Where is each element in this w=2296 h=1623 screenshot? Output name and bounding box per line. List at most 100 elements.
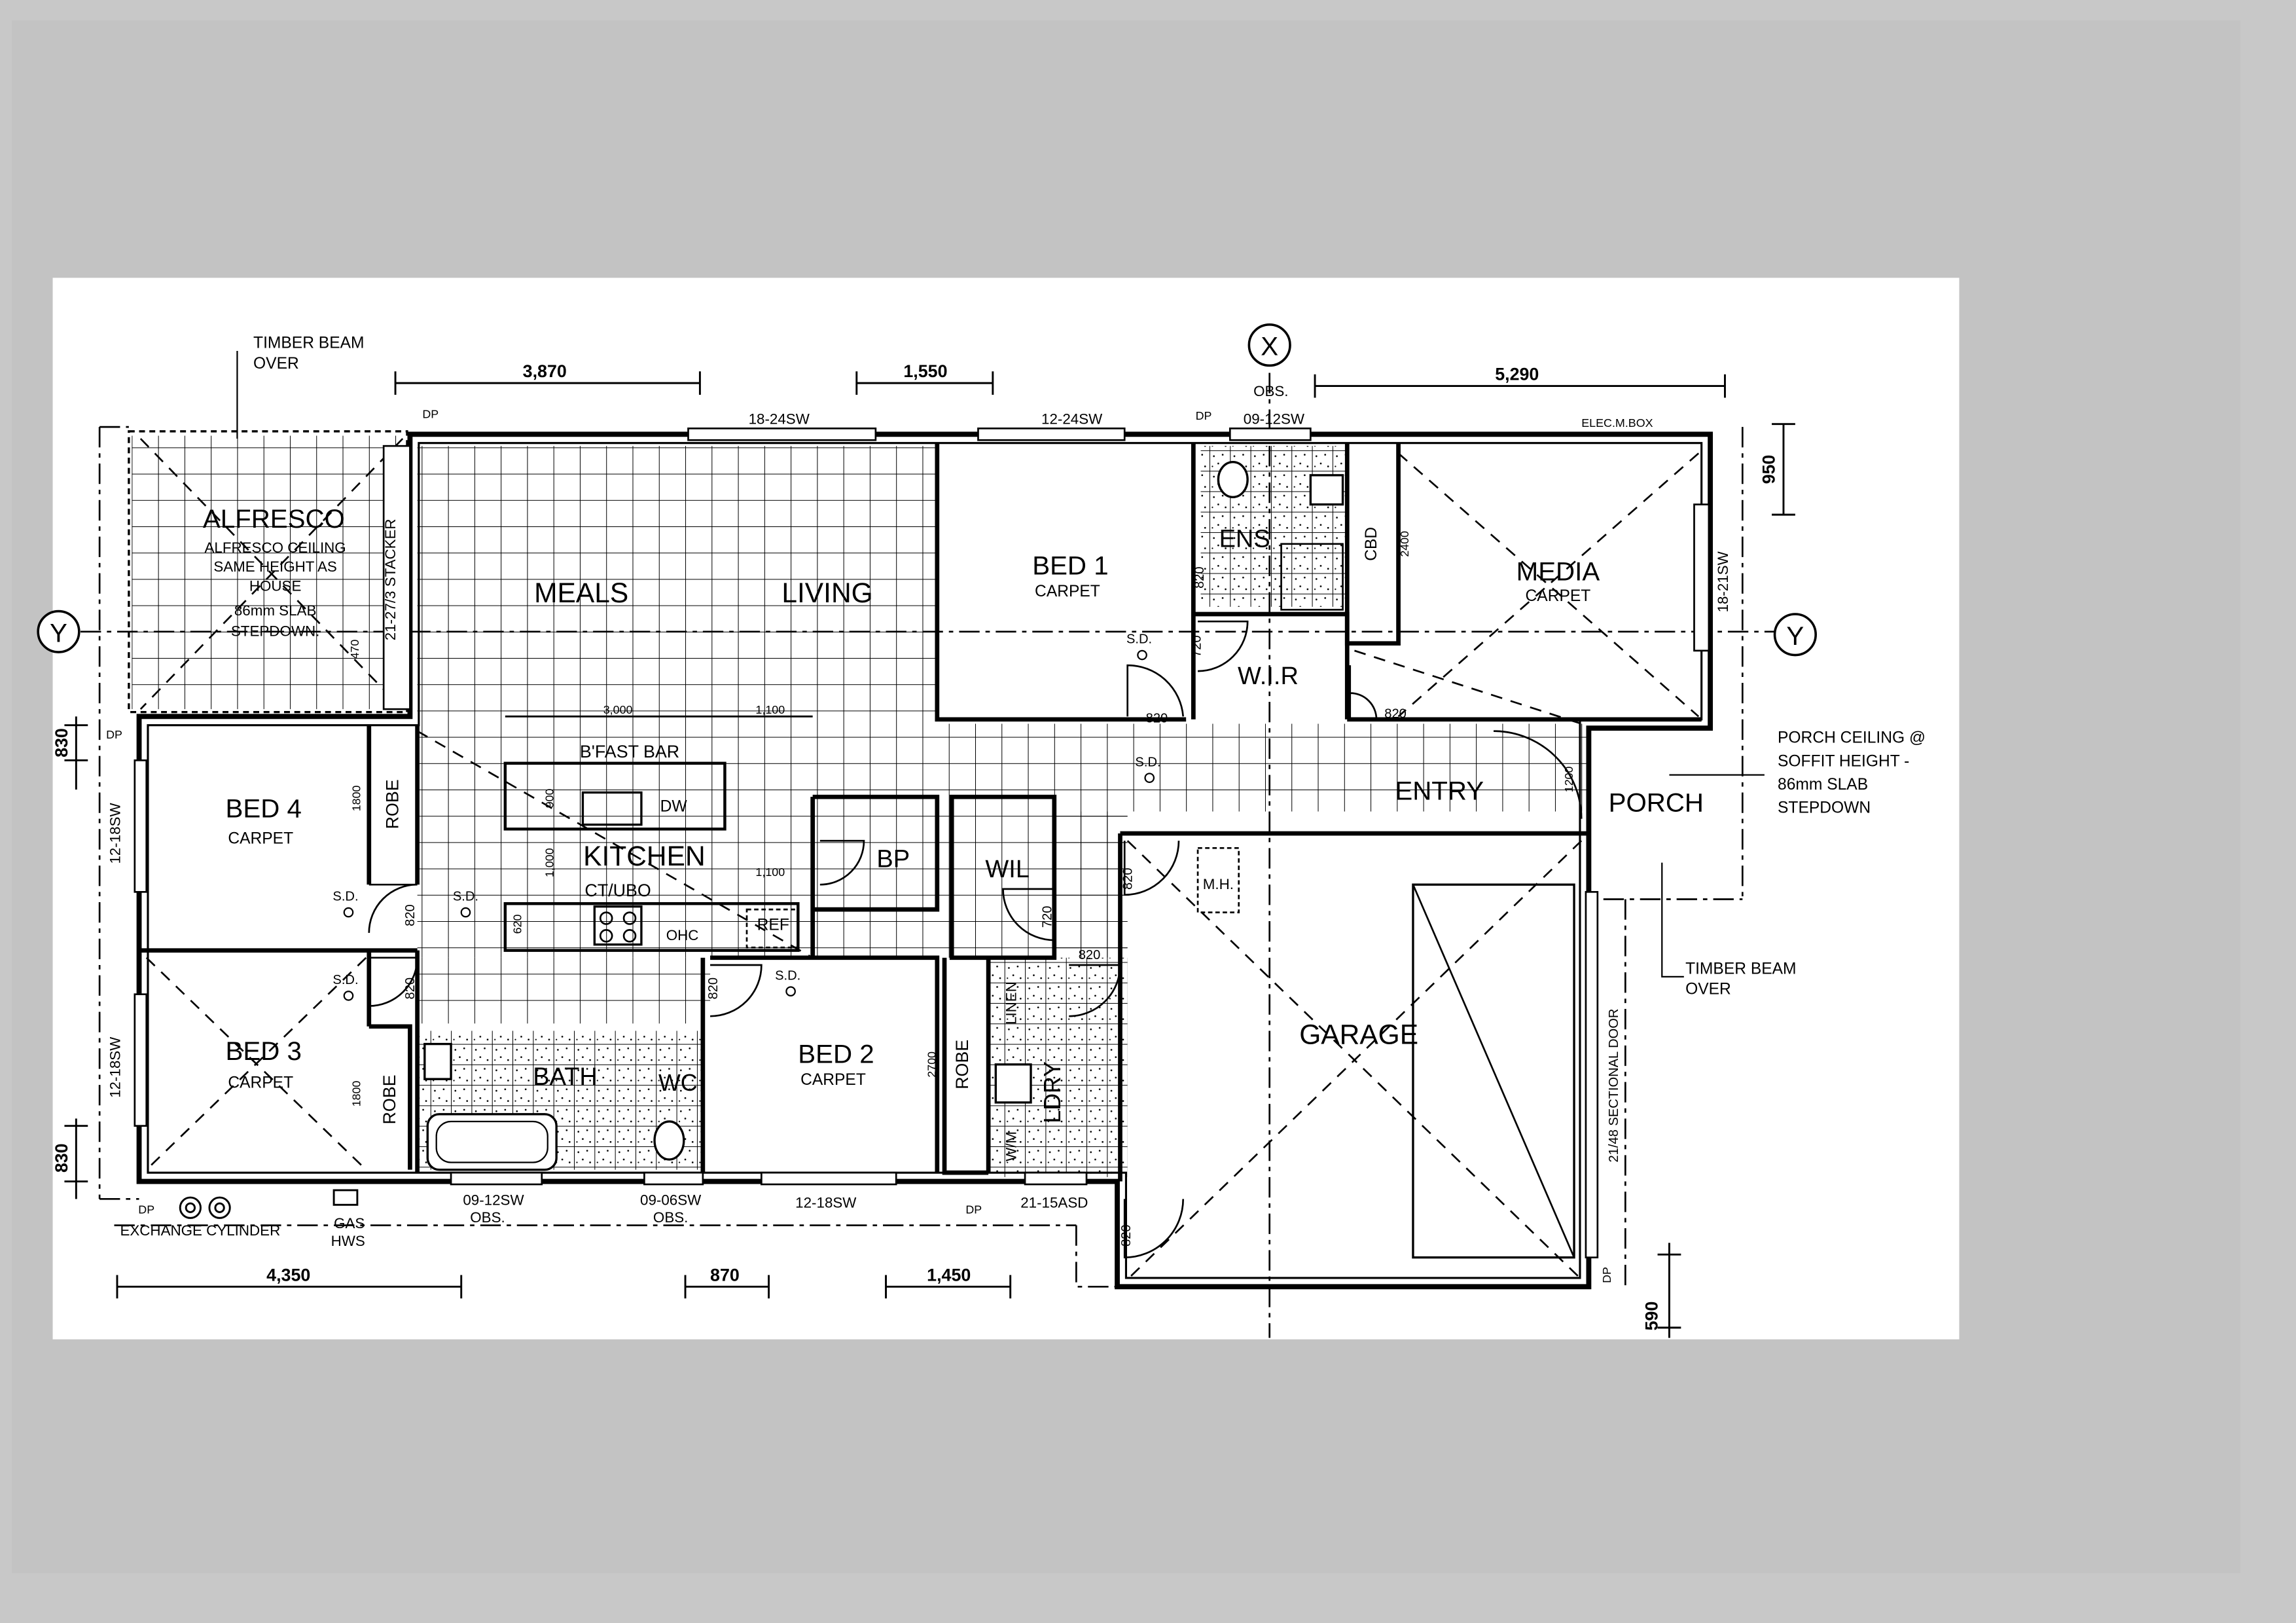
note-stacker: 21-27/3 STACKER <box>382 519 399 640</box>
room-robe-upper: ROBE <box>383 779 403 829</box>
note-sectional-door: 21/48 SECTIONAL DOOR <box>1607 1009 1621 1163</box>
grid-lines <box>81 373 1780 1338</box>
room-media: MEDIA <box>1516 557 1600 587</box>
room-bed3-floor: CARPET <box>228 1074 293 1092</box>
smoke-detector-bed1: S.D. <box>1126 632 1152 647</box>
dim-bed2-2700: 2700 <box>925 1051 939 1078</box>
dim-left-lower: 830 <box>52 1143 71 1173</box>
note-timber-beam-right-1: TIMBER BEAM <box>1685 960 1796 977</box>
door-720-wil: 720 <box>1040 906 1054 928</box>
grid-y-right-marker <box>1773 613 1817 657</box>
door-820-ldry: 820 <box>1079 948 1101 962</box>
door-820-bed4: 820 <box>403 904 418 926</box>
dim-kitchen-900: 900 <box>543 788 556 808</box>
basin-bath <box>423 1042 452 1080</box>
room-media-floor: CARPET <box>1526 587 1591 605</box>
room-wm: W/M <box>1003 1131 1020 1161</box>
door-820-bed1-wir: 820 <box>1146 711 1168 725</box>
room-bed1-floor: CARPET <box>1035 583 1100 600</box>
dim-ref-1100: 1,100 <box>755 866 785 879</box>
dim-top-mid: 1,550 <box>903 361 947 381</box>
door-820-bed2: 820 <box>706 977 721 1000</box>
note-porch-4: STEPDOWN <box>1778 799 1871 817</box>
room-ldry: LDRY <box>1039 1061 1066 1123</box>
smoke-detector-symbols <box>343 649 1155 1001</box>
dim-entry-1200: 1200 <box>1562 766 1575 792</box>
dim-left-upper: 830 <box>52 728 71 757</box>
bathtub <box>426 1113 558 1171</box>
basin-ens <box>1309 474 1344 506</box>
smoke-detector-hall: S.D. <box>453 890 478 904</box>
sink <box>581 791 643 826</box>
door-820-bed1: 820 <box>1193 566 1207 589</box>
toilet-wc <box>653 1120 685 1161</box>
note-porch-3: 86mm SLAB <box>1778 776 1868 793</box>
window-09-12sw-bath-obs: OBS. <box>470 1209 505 1226</box>
room-robe-bed2: ROBE <box>952 1040 972 1089</box>
note-exchange-cylinder: EXCHANGE CYLINDER <box>120 1222 280 1239</box>
dim-kitchen-1000: 1,000 <box>543 848 556 877</box>
grid-y-left-marker <box>37 610 81 653</box>
room-meals: MEALS <box>534 577 628 608</box>
room-bed2: BED 2 <box>798 1040 874 1069</box>
grid-x-marker <box>1247 323 1291 367</box>
downpipe-left-lower: DP <box>138 1203 154 1216</box>
dim-robe-1800-lower: 1800 <box>350 1081 363 1107</box>
door-swings <box>368 620 1583 1259</box>
dim-ens-2400: 2400 <box>1398 531 1411 557</box>
note-timber-beam-top-2: OVER <box>253 355 299 373</box>
note-timber-beam-right-2: OVER <box>1685 981 1731 998</box>
grid-markers <box>37 323 1817 657</box>
downpipe-top-mid: DP <box>1196 409 1212 422</box>
room-linen: LINEN <box>1003 981 1020 1025</box>
annotations: TIMBER BEAM OVER ALFRESCO CEILING SAME H… <box>120 335 1925 1249</box>
room-robe-lower: ROBE <box>380 1074 399 1124</box>
dimension-lines <box>64 371 1795 1338</box>
dim-alfresco-470: 470 <box>348 640 361 659</box>
dim-right-bottom: 590 <box>1642 1302 1662 1331</box>
window-18-24sw: 18-24SW <box>749 411 810 428</box>
room-dw: DW <box>660 798 688 816</box>
door-820-garage-ext: 820 <box>1119 1224 1134 1247</box>
note-porch-1: PORCH CEILING @ <box>1778 729 1926 747</box>
window-labels: 18-24SW 12-24SW 09-12SW 18-21SW 12-18SW … <box>107 411 1731 1226</box>
note-gas: GAS <box>334 1215 365 1231</box>
breakfast-bar <box>503 761 726 831</box>
toilet-ens <box>1217 461 1249 499</box>
dim-kitchen-620: 620 <box>511 915 524 934</box>
marker-labels: X Y Y S.D. S.D. S.D. S.D. S.D. S.D. DP D… <box>50 332 1804 1283</box>
dim-right-top: 950 <box>1759 455 1779 484</box>
dim-top-right: 5,290 <box>1495 365 1539 384</box>
smoke-detector-bed3: S.D. <box>332 973 358 987</box>
room-entry: ENTRY <box>1395 776 1484 806</box>
room-labels: ALFRESCO MEALS LIVING BED 1 CARPET ENS C… <box>203 504 1704 1161</box>
room-bath: BATH <box>533 1063 598 1091</box>
room-bed4-floor: CARPET <box>228 830 293 848</box>
note-alfresco-2: SAME HEIGHT AS <box>213 558 336 575</box>
room-bed4: BED 4 <box>226 793 302 823</box>
window-09-12sw-bath: 09-12SW <box>463 1192 524 1208</box>
small-dimension-labels: 3,000 1,100 1,100 470 2400 1200 1800 180… <box>348 531 1575 1107</box>
dim-bottom-left: 4,350 <box>266 1265 310 1285</box>
cooktop <box>593 905 643 946</box>
door-820-media: 820 <box>1384 707 1407 721</box>
note-elec-mbox: ELEC.M.BOX <box>1581 416 1653 429</box>
grid-y-left-label: Y <box>50 618 67 647</box>
dim-bar-3000: 3,000 <box>603 703 633 716</box>
window-21-15asd: 21-15ASD <box>1020 1195 1088 1211</box>
dimension-labels: 3,870 1,550 5,290 4,350 870 1,450 950 59… <box>52 361 1779 1330</box>
note-alfresco-1: ALFRESCO CEILING <box>204 539 346 556</box>
window-12-18sw-bed3: 12-18SW <box>107 1036 123 1098</box>
door-720-wir: 720 <box>1190 635 1204 657</box>
window-09-06sw: 09-06SW <box>640 1192 702 1208</box>
room-ens: ENS <box>1219 525 1270 553</box>
note-porch-2: SOFFIT HEIGHT - <box>1778 752 1909 770</box>
dim-bottom-right: 1,450 <box>927 1265 971 1285</box>
grid-x-label: X <box>1261 332 1278 361</box>
ceiling-diagonals <box>139 438 1700 1281</box>
grid-y-right-label: Y <box>1786 621 1804 651</box>
window-09-06sw-obs: OBS. <box>653 1209 688 1226</box>
note-hws: HWS <box>331 1233 365 1249</box>
note-alfresco-4: 86mm SLAB <box>234 602 317 619</box>
dim-bottom-mid: 870 <box>710 1265 740 1285</box>
